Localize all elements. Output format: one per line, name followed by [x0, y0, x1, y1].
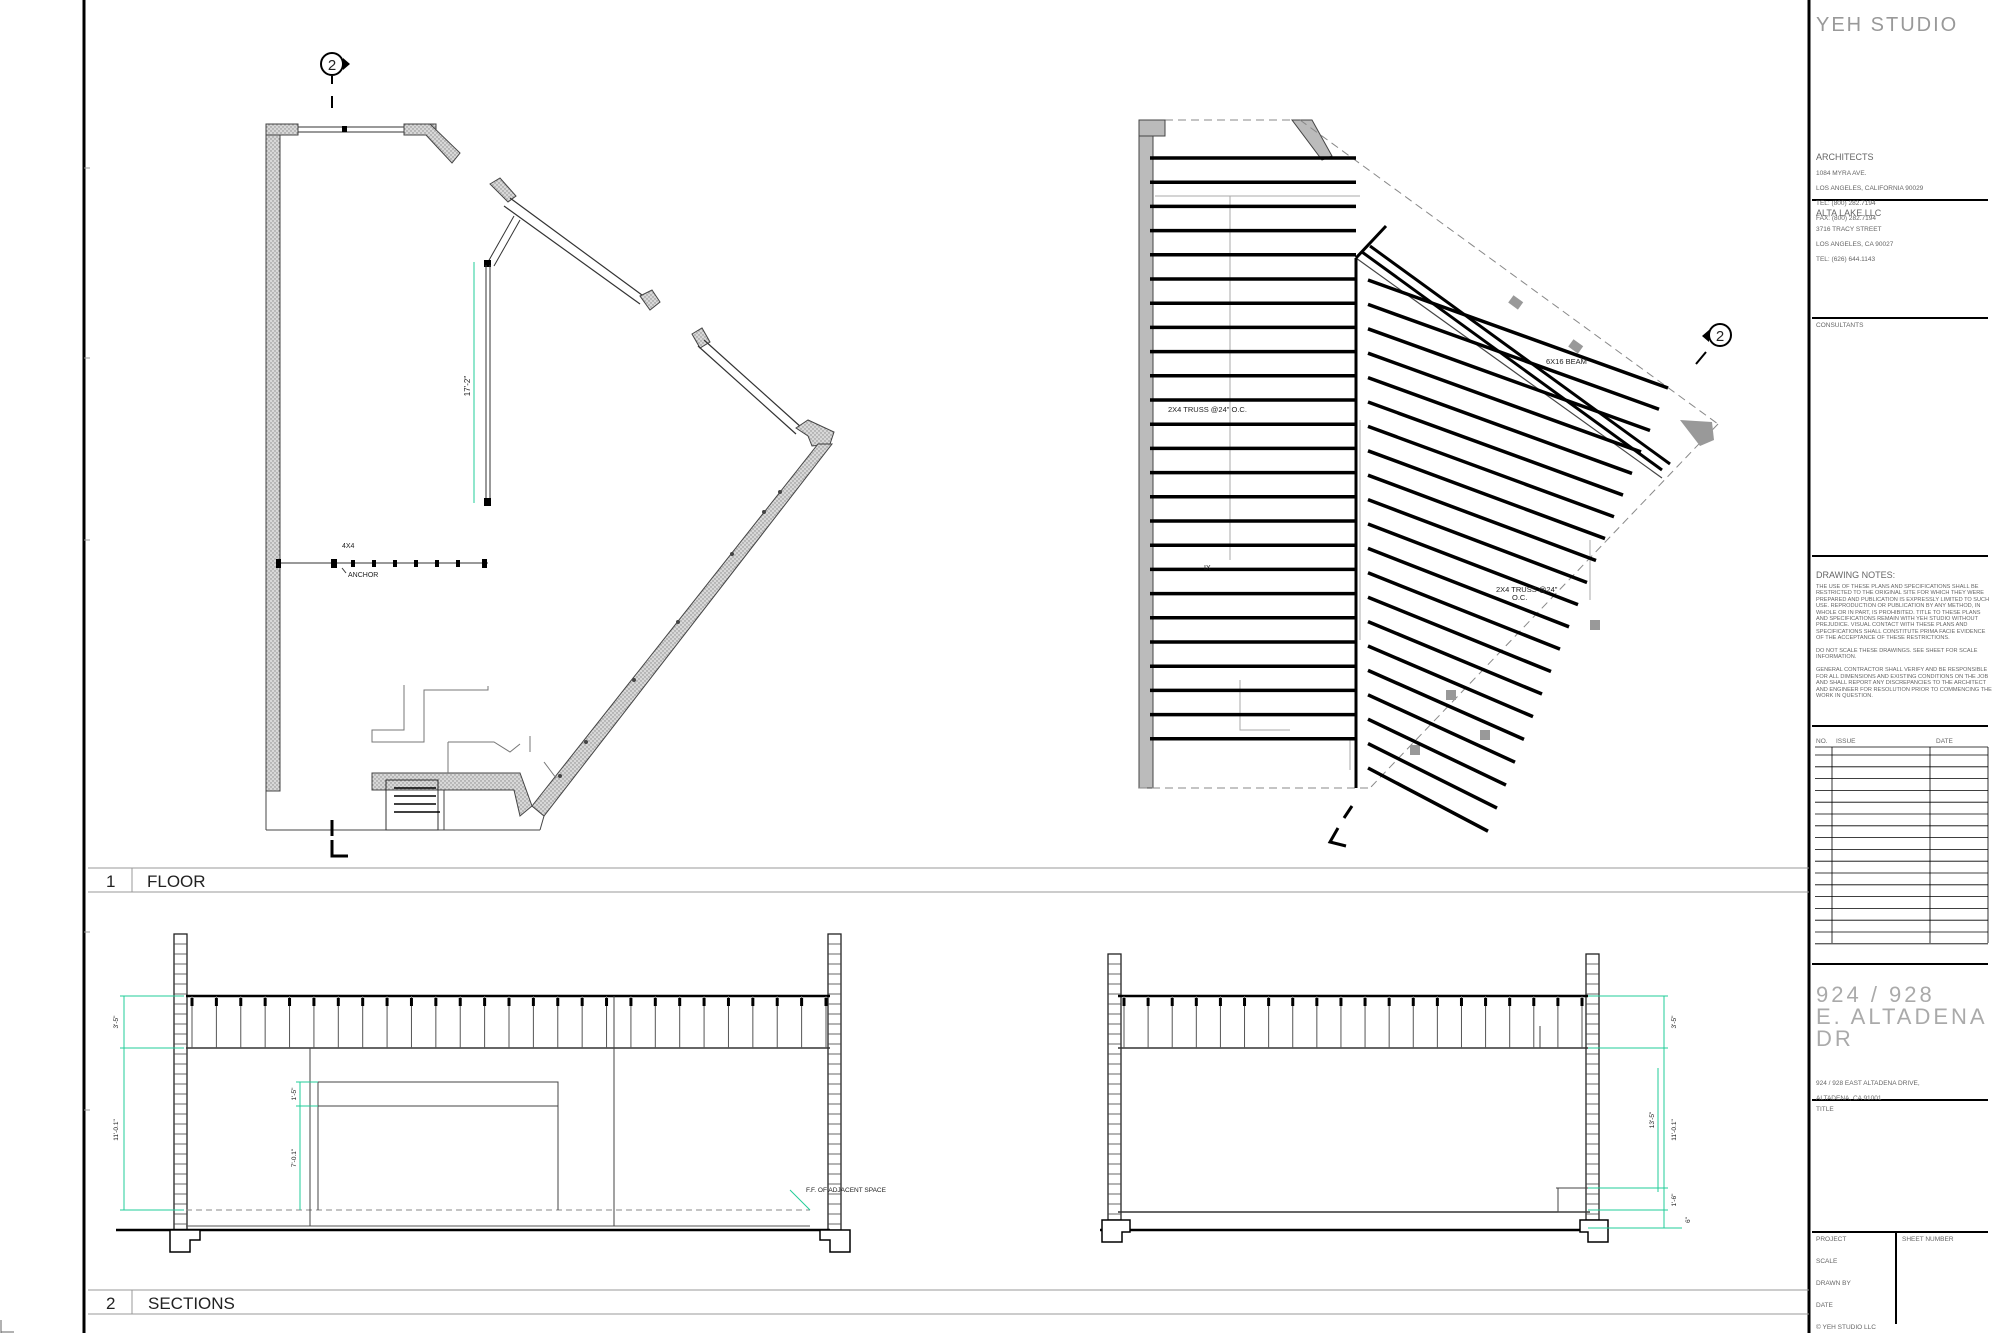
roof-truss-main-label: 2X4 TRUSS @24" O.C. — [1168, 405, 1247, 414]
roof-angled-truss — [1367, 693, 1516, 764]
date-label: DATE — [1816, 1302, 1833, 1309]
drawing-notes-text: THE USE OF THESE PLANS AND SPECIFICATION… — [1816, 584, 1992, 699]
drawn-by-label: DRAWN BY — [1816, 1280, 1851, 1287]
roof-angled-truss — [1367, 742, 1498, 810]
section-right-dim-0: 3'-5" — [1671, 1015, 1678, 1029]
floor-dimension-label: 17'-2" — [463, 376, 472, 397]
issue-header-date: DATE — [1936, 738, 1953, 745]
roof-section-cut-bottom — [1327, 805, 1354, 848]
roof-framing-plan: 2X4 TRUSS @24" O.C. 2X4 TRUSS @24" O.C. … — [1138, 119, 1732, 848]
cmu-wall — [827, 933, 842, 1231]
architect-heading: ARCHITECTS — [1816, 152, 1874, 162]
roof-truss-angled-label-2: O.C. — [1512, 593, 1527, 602]
floor-post-label: 4X4 — [342, 543, 355, 550]
roof-truss-angled-label: 2X4 TRUSS @24" — [1496, 585, 1558, 594]
floor-drawing-number: 1 — [106, 872, 115, 891]
project-address: 924 / 928 EAST ALTADENA DRIVE, ALTADENA,… — [1816, 1079, 1920, 1102]
section-right-dim-3: 1'-6" — [1671, 1193, 1678, 1207]
roof-section-marker: 2 — [1695, 323, 1732, 365]
roof-angled-truss — [1367, 375, 1633, 476]
roof-angled-truss — [1367, 400, 1624, 497]
consultants-label: CONSULTANTS — [1816, 322, 1864, 329]
section-right-dim-1: 13'-5" — [1649, 1111, 1656, 1128]
issue-table — [1815, 746, 1989, 945]
section-left-cmu-walls — [173, 933, 842, 1231]
roof-angled-truss — [1367, 644, 1534, 719]
roof-angled-truss — [1367, 522, 1579, 607]
issue-header-issue: ISSUE — [1836, 738, 1856, 745]
roof-trusses-angled — [1367, 278, 1669, 833]
sheet-number-label: SHEET NUMBER — [1902, 1236, 1954, 1243]
project-label: PROJECT — [1816, 1236, 1847, 1243]
floor-section-cut-bottom — [330, 820, 348, 858]
title-block: YEH STUDIO ARCHITECTS 1084 MYRA AVE. LOS… — [1812, 0, 2000, 1333]
floor-top-wall-left — [265, 123, 299, 136]
roof-angled-truss — [1367, 497, 1588, 585]
project-title: 924 / 928 E. ALTADENA DR — [1816, 982, 1987, 1051]
section-ff-label: F.F. OF ADJACENT SPACE — [806, 1187, 887, 1194]
section-left-dim-0: 3'-5" — [113, 1015, 120, 1029]
floor-posts — [276, 559, 487, 568]
section-right: 3'-5" 13'-5" 11'-0.1" 1'-6" 6" — [1100, 953, 1692, 1243]
roof-angled-truss — [1367, 766, 1489, 833]
title-label: TITLE — [1816, 1106, 1834, 1113]
architect-address: 1084 MYRA AVE. LOS ANGELES, CALIFORNIA 9… — [1816, 169, 1924, 222]
roof-angled-truss — [1367, 546, 1570, 629]
floor-anchor-label: ANCHOR — [348, 572, 378, 579]
roof-angled-truss — [1367, 327, 1651, 433]
section-left: 3'-5" 11'-0.1" 1'-5" 7'-0.1" F.F. OF ADJ… — [113, 933, 887, 1253]
floor-title-strip: 1 FLOOR — [88, 867, 1809, 893]
section-left-dim-1: 11'-0.1" — [113, 1119, 120, 1141]
scale-label: SCALE — [1816, 1258, 1838, 1265]
sections-title-strip: 2 SECTIONS — [88, 1289, 1809, 1315]
issue-header-no: NO. — [1816, 738, 1828, 745]
roof-post-mark: IX — [1204, 565, 1211, 572]
drawing-notes-heading: DRAWING NOTES: — [1816, 570, 1896, 580]
client-address: 3716 TRACY STREET LOS ANGELES, CA 90027 … — [1816, 225, 1894, 263]
roof-angled-truss — [1367, 473, 1597, 563]
sheet-border — [0, 0, 1811, 1333]
sections-drawing-title: SECTIONS — [148, 1294, 235, 1313]
roof-angled-truss — [1367, 668, 1525, 741]
roof-angled-truss — [1367, 619, 1543, 696]
section-left-dim-3: 7'-0.1" — [291, 1148, 298, 1167]
svg-text:2: 2 — [1716, 328, 1724, 345]
roof-angled-truss — [1367, 302, 1660, 411]
roof-angled-truss — [1367, 351, 1642, 454]
section-right-dim-4: 6" — [1685, 1216, 1692, 1223]
firm-name: YEH STUDIO — [1816, 14, 1959, 36]
section-left-dim-2: 1'-5" — [291, 1087, 298, 1101]
section-right-cmu-walls — [1107, 953, 1600, 1221]
roof-angled-truss — [1367, 571, 1561, 651]
client-name: ALTA LAKE LLC — [1816, 208, 1882, 218]
floor-left-wall — [265, 123, 281, 792]
section-right-dim-2: 11'-0.1" — [1671, 1119, 1678, 1141]
roof-angled-truss — [1367, 449, 1606, 541]
roof-angled-truss — [1367, 424, 1615, 519]
floor-plan: 17'-2" 4X4 ANCHOR — [265, 52, 835, 858]
cmu-wall — [173, 933, 188, 1231]
roof-angled-truss — [1367, 717, 1507, 787]
title-block-lines — [1812, 199, 1988, 1324]
roof-angled-truss — [1367, 278, 1669, 390]
floor-restroom — [371, 685, 557, 779]
roof-angled-truss — [1367, 595, 1552, 674]
roof-trusses-horizontal — [1150, 156, 1356, 741]
floor-stairs — [385, 779, 440, 831]
floor-diagonal-openings — [558, 490, 782, 778]
copyright: © YEH STUDIO LLC — [1816, 1324, 1876, 1331]
floor-drawing-title: FLOOR — [147, 872, 206, 891]
svg-text:2: 2 — [328, 57, 336, 74]
floor-section-marker: 2 — [320, 52, 350, 108]
roof-beam-label: 6X16 BEAM — [1546, 357, 1587, 366]
sections-drawing-number: 2 — [106, 1294, 115, 1313]
